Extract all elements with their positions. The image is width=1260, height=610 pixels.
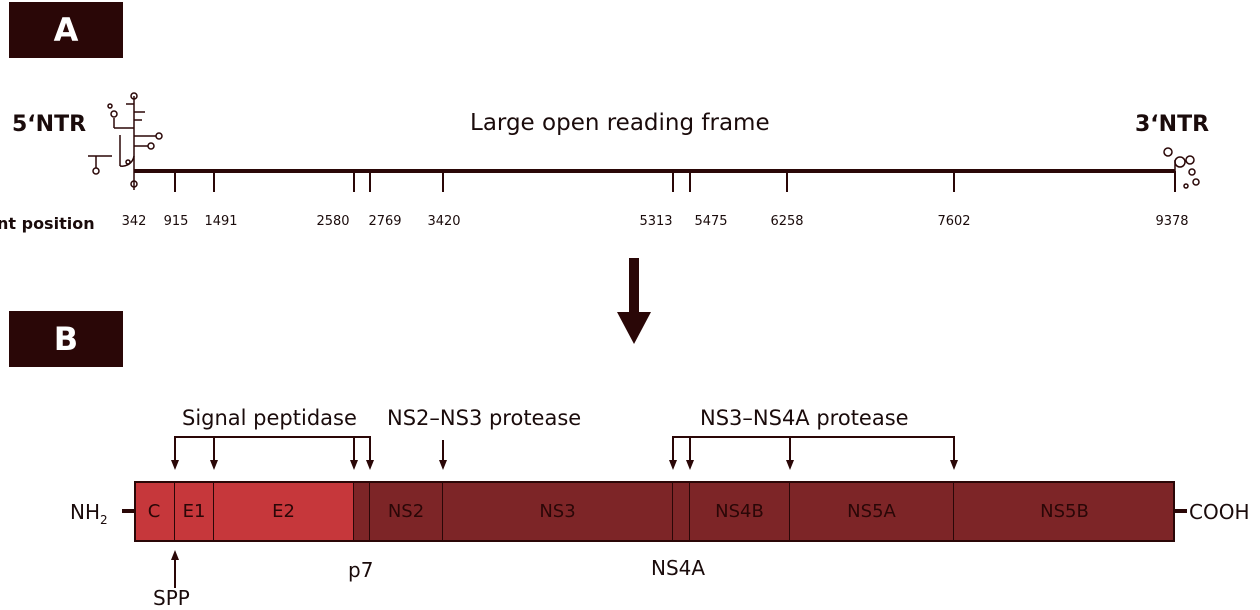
pos-label-5313: 5313 <box>639 214 673 229</box>
three-ntr-label: 3‘NTR <box>1135 112 1210 137</box>
segment-ns4a <box>673 481 690 541</box>
orf-label: Large open reading frame <box>470 110 770 136</box>
segment-e1: E1 <box>175 481 214 541</box>
pos-label-9378: 9378 <box>1155 214 1189 229</box>
position-ticks <box>174 171 1176 192</box>
segment-e2: E2 <box>214 481 354 541</box>
ns4a-label: NS4A <box>651 556 706 580</box>
pos-label-2580: 2580 <box>316 214 350 229</box>
p7-label: p7 <box>348 558 374 582</box>
pos-label-6258: 6258 <box>770 214 804 229</box>
panel-a-label: A <box>9 2 123 58</box>
pos-label-342: 342 <box>121 214 147 229</box>
segment-c: C <box>134 481 175 541</box>
cleavage-arrowheads <box>171 460 958 470</box>
spp-arrowhead <box>171 550 179 560</box>
pos-label-1491: 1491 <box>204 214 238 229</box>
segment-ns5b: NS5B <box>954 481 1175 541</box>
cleavage-shafts <box>174 451 955 462</box>
c-terminus-label: COOH <box>1189 500 1250 524</box>
pos-label-915: 915 <box>163 214 189 229</box>
signal-peptidase-bracket <box>174 436 371 451</box>
signal-peptidase-label: Signal peptidase <box>182 406 357 430</box>
pos-label-5475: 5475 <box>694 214 728 229</box>
pos-label-3420: 3420 <box>427 214 461 229</box>
five-ntr-structure-icon <box>88 92 163 190</box>
spp-label: SPP <box>153 586 190 610</box>
panel-b-label: B <box>9 311 123 367</box>
five-ntr-label: 5‘NTR <box>12 112 87 137</box>
ns3-ns4a-protease-label: NS3–NS4A protease <box>700 406 909 430</box>
pos-label-2769: 2769 <box>368 214 402 229</box>
segment-ns2: NS2 <box>370 481 443 541</box>
segment-ns3: NS3 <box>443 481 673 541</box>
pos-label-7602: 7602 <box>937 214 971 229</box>
nt-position-title: nt position <box>0 214 95 233</box>
segment-ns5a: NS5A <box>790 481 954 541</box>
n-terminus-label: NH2 <box>70 500 108 527</box>
segment-p7 <box>354 481 370 541</box>
ns3-ns4a-bracket <box>672 436 955 451</box>
polyprotein-outline <box>134 481 1175 542</box>
translation-arrow-icon <box>617 258 651 344</box>
ns2-ns3-protease-label: NS2–NS3 protease <box>387 406 582 430</box>
segment-ns4b: NS4B <box>690 481 790 541</box>
